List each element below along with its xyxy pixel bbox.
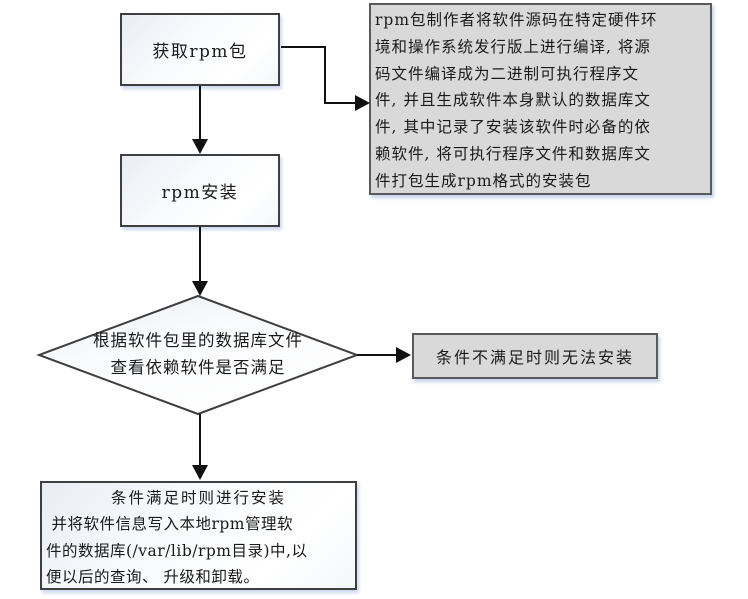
node-dependency-check-shape	[36, 294, 360, 416]
arrow-line	[357, 354, 397, 356]
node-get-rpm: 获取rpm包	[120, 13, 280, 86]
node-deny: 条件不满足时则无法安装	[412, 333, 658, 379]
arrowhead-down-icon	[192, 465, 208, 480]
node-rpm-install-label: rpm安装	[161, 183, 239, 203]
arrow-line	[199, 414, 201, 466]
arrow-line	[324, 102, 356, 104]
arrow-line	[324, 46, 326, 104]
arrowhead-down-icon	[192, 139, 208, 154]
arrow-line	[199, 227, 201, 282]
arrowhead-right-icon	[396, 347, 411, 363]
node-install: 条件满足时则进行安装 并将软件信息写入本地rpm管理软 件的数据库(/var/l…	[40, 481, 357, 590]
node-description-note: rpm包制作者将软件源码在特定硬件环 境和操作系统发行版上进行编译, 将源 码文…	[369, 3, 712, 195]
node-deny-label: 条件不满足时则无法安装	[435, 348, 634, 367]
node-rpm-install: rpm安装	[120, 154, 280, 227]
node-get-rpm-label: 获取rpm包	[152, 42, 248, 62]
arrow-line	[199, 86, 201, 141]
arrow-line	[281, 46, 326, 48]
node-install-heading: 条件满足时则进行安装	[110, 489, 286, 507]
arrowhead-right-icon	[355, 95, 370, 111]
node-install-body: 并将软件信息写入本地rpm管理软 件的数据库(/var/lib/rpm目录)中,…	[46, 515, 308, 586]
node-dependency-check-label: 根据软件包里的数据库文件 查看依赖软件是否满足	[93, 331, 303, 377]
arrowhead-down-icon	[192, 281, 208, 296]
